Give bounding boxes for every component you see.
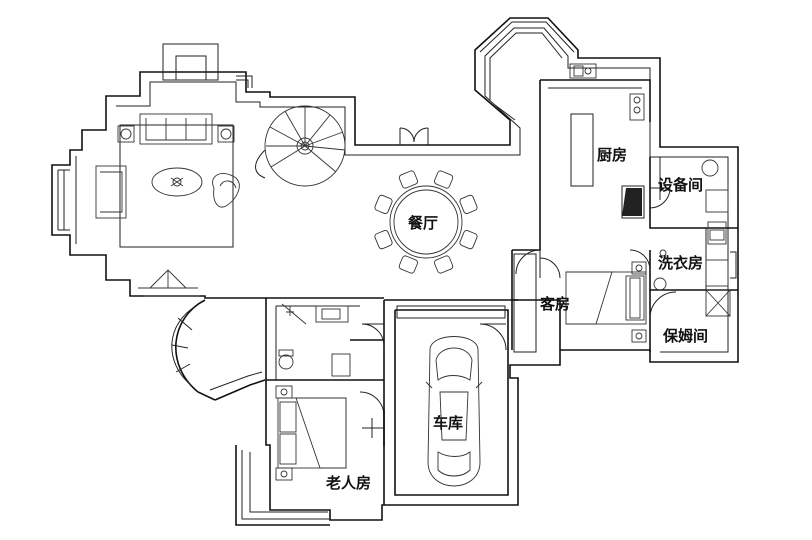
kitchen-fixtures — [569, 63, 645, 219]
dining-chair — [398, 255, 418, 274]
guest-bed — [565, 261, 647, 343]
car — [425, 336, 483, 487]
label-garage: 车库 — [433, 414, 463, 432]
interior-walls — [266, 79, 738, 505]
living-room — [95, 113, 240, 297]
label-dining: 餐厅 — [408, 214, 438, 232]
label-elder: 老人房 — [325, 474, 371, 492]
label-kitchen: 厨房 — [597, 146, 627, 164]
dining-chair — [459, 230, 478, 250]
label-equipment: 设备间 — [658, 176, 703, 194]
dining-chair — [459, 194, 478, 214]
dining-table — [374, 170, 478, 274]
bathroom-fixtures — [278, 303, 351, 377]
doors — [359, 127, 677, 446]
dining-chair — [374, 230, 393, 250]
utility-fixtures — [653, 159, 737, 317]
label-maid: 保姆间 — [662, 327, 708, 345]
label-guest: 客房 — [539, 295, 570, 313]
exterior-walls — [51, 17, 739, 526]
dining-chair — [434, 170, 454, 189]
dining-chair — [434, 255, 454, 274]
dining-chair — [374, 194, 393, 214]
spiral-stair — [255, 105, 346, 187]
dining-chair — [398, 170, 418, 189]
room-labels: 厨房 设备间 餐厅 洗衣房 客房 保姆间 车库 老人房 — [325, 146, 708, 492]
elder-bed — [275, 385, 347, 481]
label-laundry: 洗衣房 — [658, 254, 703, 272]
